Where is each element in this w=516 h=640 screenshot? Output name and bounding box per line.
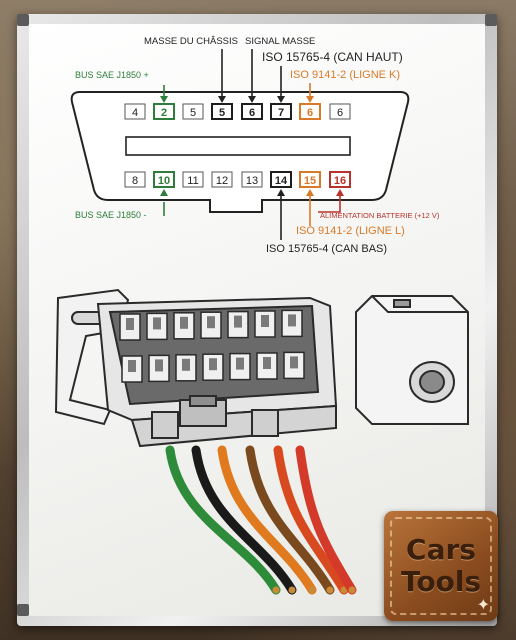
label-can-haut: ISO 15765-4 (CAN HAUT) xyxy=(262,50,403,64)
pin-box: 6 xyxy=(329,103,351,120)
bottom-pin-row: 8 10 11 12 13 14 15 16 xyxy=(124,171,351,188)
pin-number: 5 xyxy=(219,107,225,119)
pin-box: 4 xyxy=(124,103,146,120)
cavity-contact xyxy=(288,314,296,327)
pin-number: 4 xyxy=(132,107,138,119)
pin-box: 14 xyxy=(270,171,292,188)
cavity-contact xyxy=(126,318,134,330)
pin-number: 14 xyxy=(275,175,288,187)
cavity-contact xyxy=(128,360,136,372)
pin-number: 12 xyxy=(216,175,228,187)
pin-number: 6 xyxy=(249,107,255,119)
cavity-contact xyxy=(155,359,163,372)
mounting-bracket-right xyxy=(355,295,469,425)
pin-number: 2 xyxy=(161,107,167,119)
pin-box: 11 xyxy=(182,171,204,188)
wire xyxy=(245,445,335,595)
cavity-contact xyxy=(263,357,271,369)
wire xyxy=(217,445,317,595)
wire-tip xyxy=(308,586,316,594)
pin-box: 8 xyxy=(124,171,146,188)
top-pin-row: 4 2 5 5 6 7 6 6 xyxy=(124,103,351,120)
cavity-contact xyxy=(234,315,242,328)
wire-bundle xyxy=(165,445,357,595)
pin-box: 16 xyxy=(329,171,351,188)
label-can-bas: ISO 15765-4 (CAN BAS) xyxy=(266,243,387,255)
wire xyxy=(295,445,357,595)
pin-number: 8 xyxy=(132,175,138,187)
cavity-contact xyxy=(180,316,188,329)
pin-box: 10 xyxy=(153,171,175,188)
connector-center-slot xyxy=(125,136,351,156)
label-ligne-l: ISO 9141-2 (LIGNE L) xyxy=(296,225,405,237)
frame-corner xyxy=(17,604,29,616)
label-j1850-minus: BUS SAE J1850 - xyxy=(75,210,147,220)
wire xyxy=(191,445,297,595)
wire-tip xyxy=(288,586,296,594)
frame-corner xyxy=(485,14,497,26)
cavity-contact xyxy=(236,357,244,370)
pin-number: 11 xyxy=(187,175,198,187)
wire-tip xyxy=(272,586,280,594)
pin-number: 13 xyxy=(246,175,258,187)
pin-number: 5 xyxy=(190,107,196,119)
pin-number: 15 xyxy=(304,175,316,187)
wire xyxy=(273,445,349,595)
pin-box: 15 xyxy=(299,171,321,188)
pin-box: 5 xyxy=(182,103,204,120)
pin-box: 12 xyxy=(211,171,233,188)
pin-box: 2 xyxy=(153,103,175,120)
label-masse-chassis: MASSE DU CHÂSSIS xyxy=(144,36,238,47)
cavity-contact xyxy=(182,358,190,371)
label-signal-masse: SIGNAL MASSE xyxy=(245,36,315,47)
leader-alimentation xyxy=(318,194,341,213)
frame-corner xyxy=(17,14,29,26)
label-j1850-plus: BUS SAE J1850 + xyxy=(75,70,149,80)
pin-box: 6 xyxy=(299,103,321,120)
arrow-alimentation xyxy=(336,189,344,196)
pin-box: 5 xyxy=(211,103,233,120)
sparkle-icon: ✦ xyxy=(476,597,490,614)
brand-badge: Cars Tools ✦ xyxy=(384,511,498,621)
pin-number: 6 xyxy=(337,107,343,119)
pin-number: 16 xyxy=(334,175,346,187)
pin-box: 7 xyxy=(270,103,292,120)
pin-number: 7 xyxy=(278,107,284,119)
pin-number: 10 xyxy=(158,175,170,187)
arrowheads-dark xyxy=(218,96,285,103)
pin-box: 13 xyxy=(241,171,263,188)
cavity-contact xyxy=(209,358,217,371)
cavity-contact xyxy=(261,315,269,327)
pin-box: 6 xyxy=(241,103,263,120)
arrow-can-bas xyxy=(277,189,285,196)
brand-line-1: Cars xyxy=(406,533,476,566)
top-leader-lines xyxy=(221,49,282,101)
arrow-j1850-minus xyxy=(160,189,168,196)
cavity-contact xyxy=(153,317,161,330)
badge-stitching xyxy=(390,517,492,615)
wire-tip xyxy=(348,586,356,594)
label-alimentation: ALIMENTATION BATTERIE (+12 V) xyxy=(320,211,440,220)
wire-tip xyxy=(326,586,334,594)
arrow-ligne-l xyxy=(306,189,314,196)
wire xyxy=(165,445,281,595)
label-ligne-k: ISO 9141-2 (LIGNE K) xyxy=(290,69,400,81)
brand-line-2: Tools xyxy=(400,565,482,598)
arrow-ligne-k xyxy=(306,96,314,103)
pin-number: 6 xyxy=(307,107,313,119)
cavity-contact xyxy=(290,356,298,369)
connector-cavities xyxy=(119,309,305,383)
arrow-j1850-plus xyxy=(160,96,168,103)
cavity-contact xyxy=(207,316,215,329)
